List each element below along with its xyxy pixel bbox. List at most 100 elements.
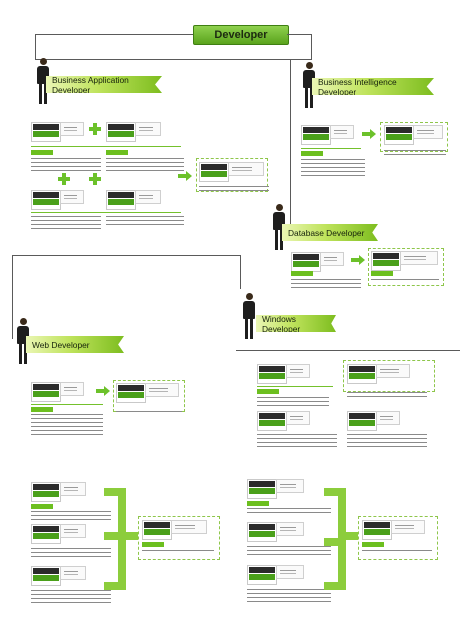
divider-line bbox=[257, 386, 333, 387]
connector-line bbox=[35, 34, 193, 35]
exam-details bbox=[371, 279, 439, 283]
exam-details bbox=[31, 414, 103, 438]
exam-header-bar bbox=[362, 542, 384, 547]
exam-details bbox=[257, 397, 329, 409]
arrow-right-icon bbox=[362, 129, 376, 139]
exam-card bbox=[145, 383, 179, 397]
exam-card bbox=[330, 125, 354, 139]
connector-line bbox=[35, 34, 36, 60]
exam-card bbox=[286, 411, 310, 425]
certification-logo bbox=[301, 125, 331, 145]
exam-card bbox=[391, 520, 425, 534]
business-application-label: Business Application Developer bbox=[52, 74, 129, 95]
certification-logo bbox=[247, 522, 277, 542]
exam-details bbox=[116, 411, 182, 415]
exam-card bbox=[276, 522, 304, 536]
exam-header-bar bbox=[301, 151, 323, 156]
exam-header-bar bbox=[291, 271, 313, 276]
exam-card bbox=[60, 190, 84, 204]
exam-details bbox=[247, 546, 331, 558]
exam-card bbox=[60, 122, 84, 136]
certification-logo bbox=[384, 125, 414, 145]
exam-card bbox=[376, 364, 410, 378]
plus-icon bbox=[89, 173, 101, 185]
result-box bbox=[358, 516, 438, 560]
exam-details bbox=[347, 434, 427, 450]
database-label: Database Developer bbox=[288, 227, 365, 238]
certification-logo bbox=[106, 122, 136, 142]
green-bracket bbox=[324, 538, 346, 546]
certification-logo bbox=[291, 252, 321, 272]
exam-details bbox=[291, 279, 361, 291]
root-node-developer: Developer bbox=[193, 25, 289, 45]
green-bracket bbox=[324, 488, 346, 496]
certification-logo bbox=[347, 364, 377, 384]
arrow-right-icon bbox=[178, 171, 192, 181]
exam-card bbox=[135, 190, 161, 204]
exam-header-bar bbox=[371, 271, 393, 276]
web-label: Web Developer bbox=[32, 339, 90, 350]
certification-logo bbox=[31, 566, 61, 586]
exam-card bbox=[228, 162, 264, 176]
green-bracket bbox=[324, 582, 346, 590]
exam-details bbox=[106, 216, 184, 228]
business-application-banner: Business Application Developer bbox=[46, 76, 162, 93]
certification-logo bbox=[362, 520, 392, 540]
exam-details bbox=[247, 589, 331, 605]
exam-details bbox=[199, 186, 269, 194]
certification-logo bbox=[116, 383, 146, 403]
exam-details bbox=[31, 216, 101, 232]
certification-logo bbox=[31, 190, 61, 210]
exam-details bbox=[362, 550, 432, 554]
exam-card bbox=[135, 122, 161, 136]
exam-header-bar bbox=[142, 542, 164, 547]
green-bracket bbox=[104, 488, 126, 496]
connector-line bbox=[240, 255, 241, 289]
divider-line bbox=[31, 146, 181, 147]
certification-logo bbox=[199, 162, 229, 182]
connector-line bbox=[35, 59, 311, 60]
exam-card bbox=[60, 482, 86, 496]
exam-details bbox=[301, 159, 365, 179]
exam-details bbox=[384, 150, 446, 158]
exam-header-bar bbox=[31, 504, 53, 509]
certification-logo bbox=[257, 411, 287, 431]
result-box bbox=[380, 122, 448, 152]
plus-icon bbox=[58, 173, 70, 185]
exam-card bbox=[171, 520, 207, 534]
windows-label: Windows Developer bbox=[262, 313, 301, 334]
exam-card bbox=[276, 479, 304, 493]
result-box bbox=[196, 158, 268, 192]
certification-logo bbox=[347, 411, 377, 431]
exam-details bbox=[31, 590, 111, 606]
certification-logo bbox=[247, 479, 277, 499]
root-title: Developer bbox=[214, 29, 268, 41]
result-box bbox=[138, 516, 220, 560]
web-banner: Web Developer bbox=[26, 336, 124, 353]
connector-line bbox=[12, 255, 13, 339]
exam-card bbox=[376, 411, 400, 425]
plus-icon bbox=[89, 123, 101, 135]
exam-details bbox=[31, 158, 101, 174]
result-box bbox=[343, 360, 435, 392]
divider-line bbox=[301, 148, 361, 149]
exam-header-bar bbox=[31, 150, 53, 155]
green-bracket bbox=[104, 532, 126, 540]
exam-card bbox=[413, 125, 443, 139]
exam-header-bar bbox=[31, 407, 53, 412]
connector-line bbox=[311, 34, 312, 60]
divider-line bbox=[31, 404, 103, 405]
exam-card bbox=[320, 252, 344, 266]
certification-logo bbox=[106, 190, 136, 210]
connector-line bbox=[236, 350, 460, 351]
result-box bbox=[368, 248, 444, 286]
windows-banner: Windows Developer bbox=[256, 315, 336, 332]
connector-line bbox=[12, 255, 240, 256]
exam-header-bar bbox=[106, 150, 128, 155]
green-bracket bbox=[124, 532, 138, 540]
certification-logo bbox=[31, 122, 61, 142]
exam-details bbox=[347, 392, 427, 400]
exam-card bbox=[60, 566, 86, 580]
certification-logo bbox=[247, 565, 277, 585]
database-banner: Database Developer bbox=[282, 224, 378, 241]
